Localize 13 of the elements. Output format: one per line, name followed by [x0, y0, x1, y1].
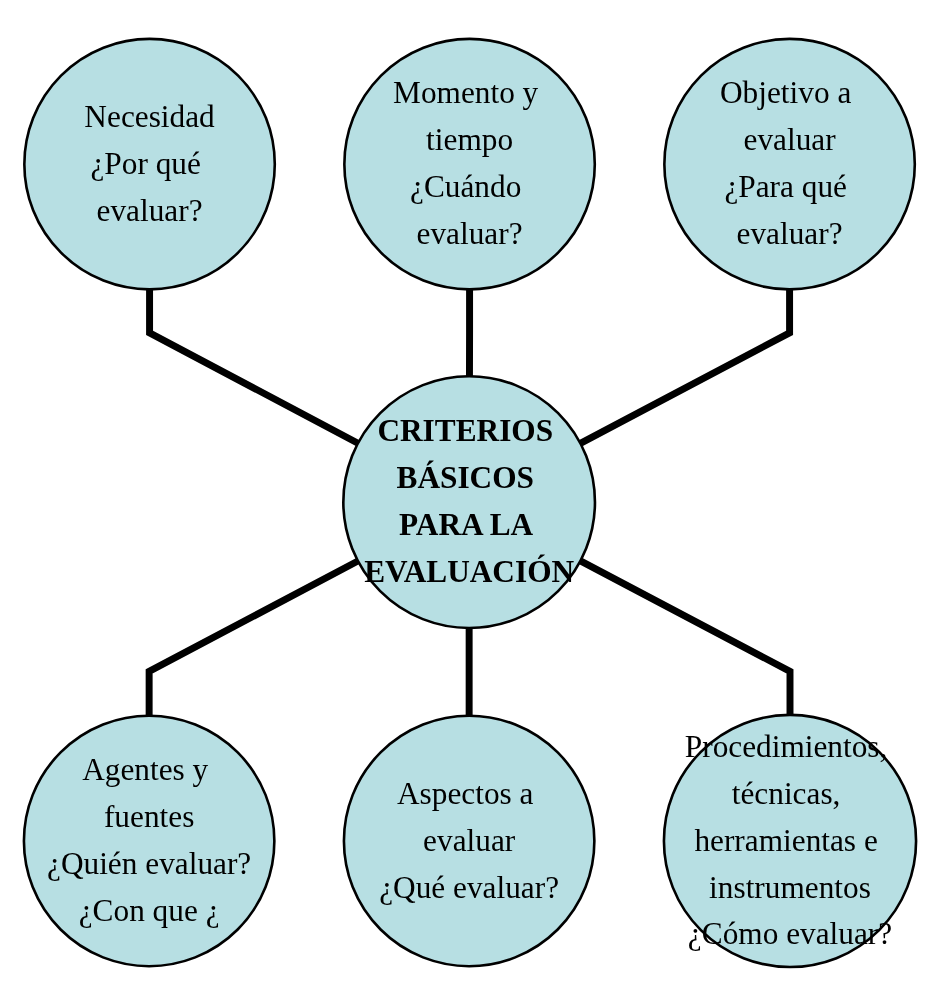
node-circle — [22, 713, 276, 968]
node-circle — [343, 37, 597, 291]
node-circle — [662, 713, 918, 968]
node-circle — [663, 37, 917, 291]
connector — [146, 288, 360, 446]
connector — [145, 557, 360, 716]
node-circle — [342, 713, 596, 968]
node-circle — [23, 37, 277, 291]
connector — [465, 627, 473, 716]
connector — [578, 288, 794, 446]
connector — [578, 557, 794, 715]
node-circle — [342, 374, 597, 629]
connector — [466, 288, 474, 376]
